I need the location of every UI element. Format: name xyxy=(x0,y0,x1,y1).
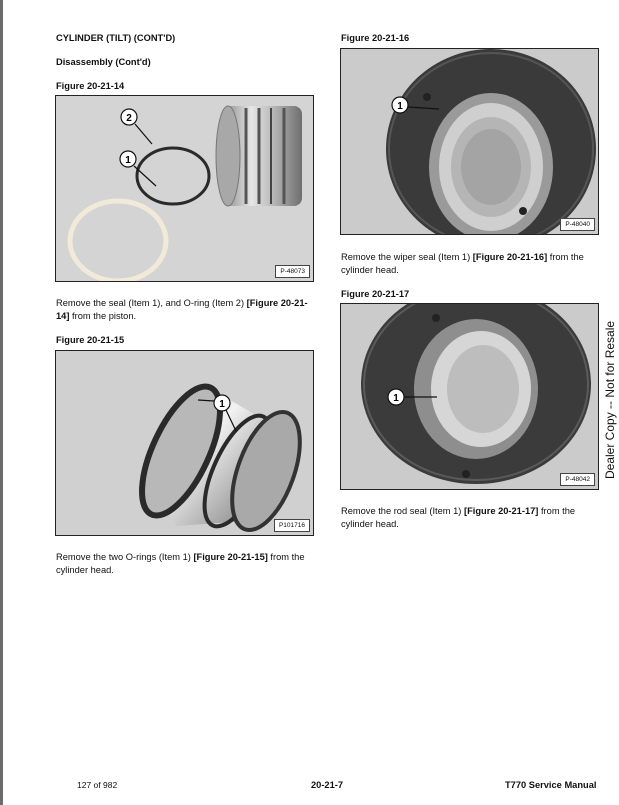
figure-20-21-14-photo: 1 2 P-48073 xyxy=(55,95,314,282)
callout-1-fig17: 1 xyxy=(393,393,399,404)
subsection-title: Disassembly (Cont'd) xyxy=(56,57,151,67)
figure-label-17: Figure 20-21-17 xyxy=(341,289,410,299)
figure-label-14: Figure 20-21-14 xyxy=(56,81,125,91)
figure-20-21-17-photo: 1 P-48042 xyxy=(340,303,599,490)
photo-number: P-48073 xyxy=(275,265,310,278)
figure-label-15: Figure 20-21-15 xyxy=(56,335,125,345)
footer-manual-title: T770 Service Manual xyxy=(505,780,597,790)
figure-20-21-16-photo: 1 P-48040 xyxy=(340,48,599,235)
callout-2-fig14: 2 xyxy=(126,113,132,124)
caption-fig17: Remove the rod seal (Item 1) [Figure 20-… xyxy=(341,506,576,529)
page-edge xyxy=(0,0,3,805)
figure-20-21-15-photo: 1 P101716 xyxy=(55,350,314,536)
caption-fig14: Remove the seal (Item 1), and O-ring (It… xyxy=(56,298,308,321)
photo-number: P-48040 xyxy=(560,218,595,231)
section-title: CYLINDER (TILT) (CONT'D) xyxy=(56,33,176,43)
callout-1-fig14: 1 xyxy=(125,155,131,166)
footer-page-count: 127 of 982 xyxy=(77,780,118,790)
figure-label-16: Figure 20-21-16 xyxy=(341,33,410,43)
caption-fig15: Remove the two O-rings (Item 1) [Figure … xyxy=(56,552,305,575)
callout-1-fig15: 1 xyxy=(219,399,225,410)
callout-1-fig16: 1 xyxy=(397,101,403,112)
photo-number: P101716 xyxy=(273,519,310,532)
photo-number: P-48042 xyxy=(560,473,595,486)
watermark-dealer-copy: Dealer Copy -- Not for Resale xyxy=(603,320,617,479)
caption-fig16: Remove the wiper seal (Item 1) [Figure 2… xyxy=(341,252,584,275)
footer-page-code: 20-21-7 xyxy=(311,780,344,790)
